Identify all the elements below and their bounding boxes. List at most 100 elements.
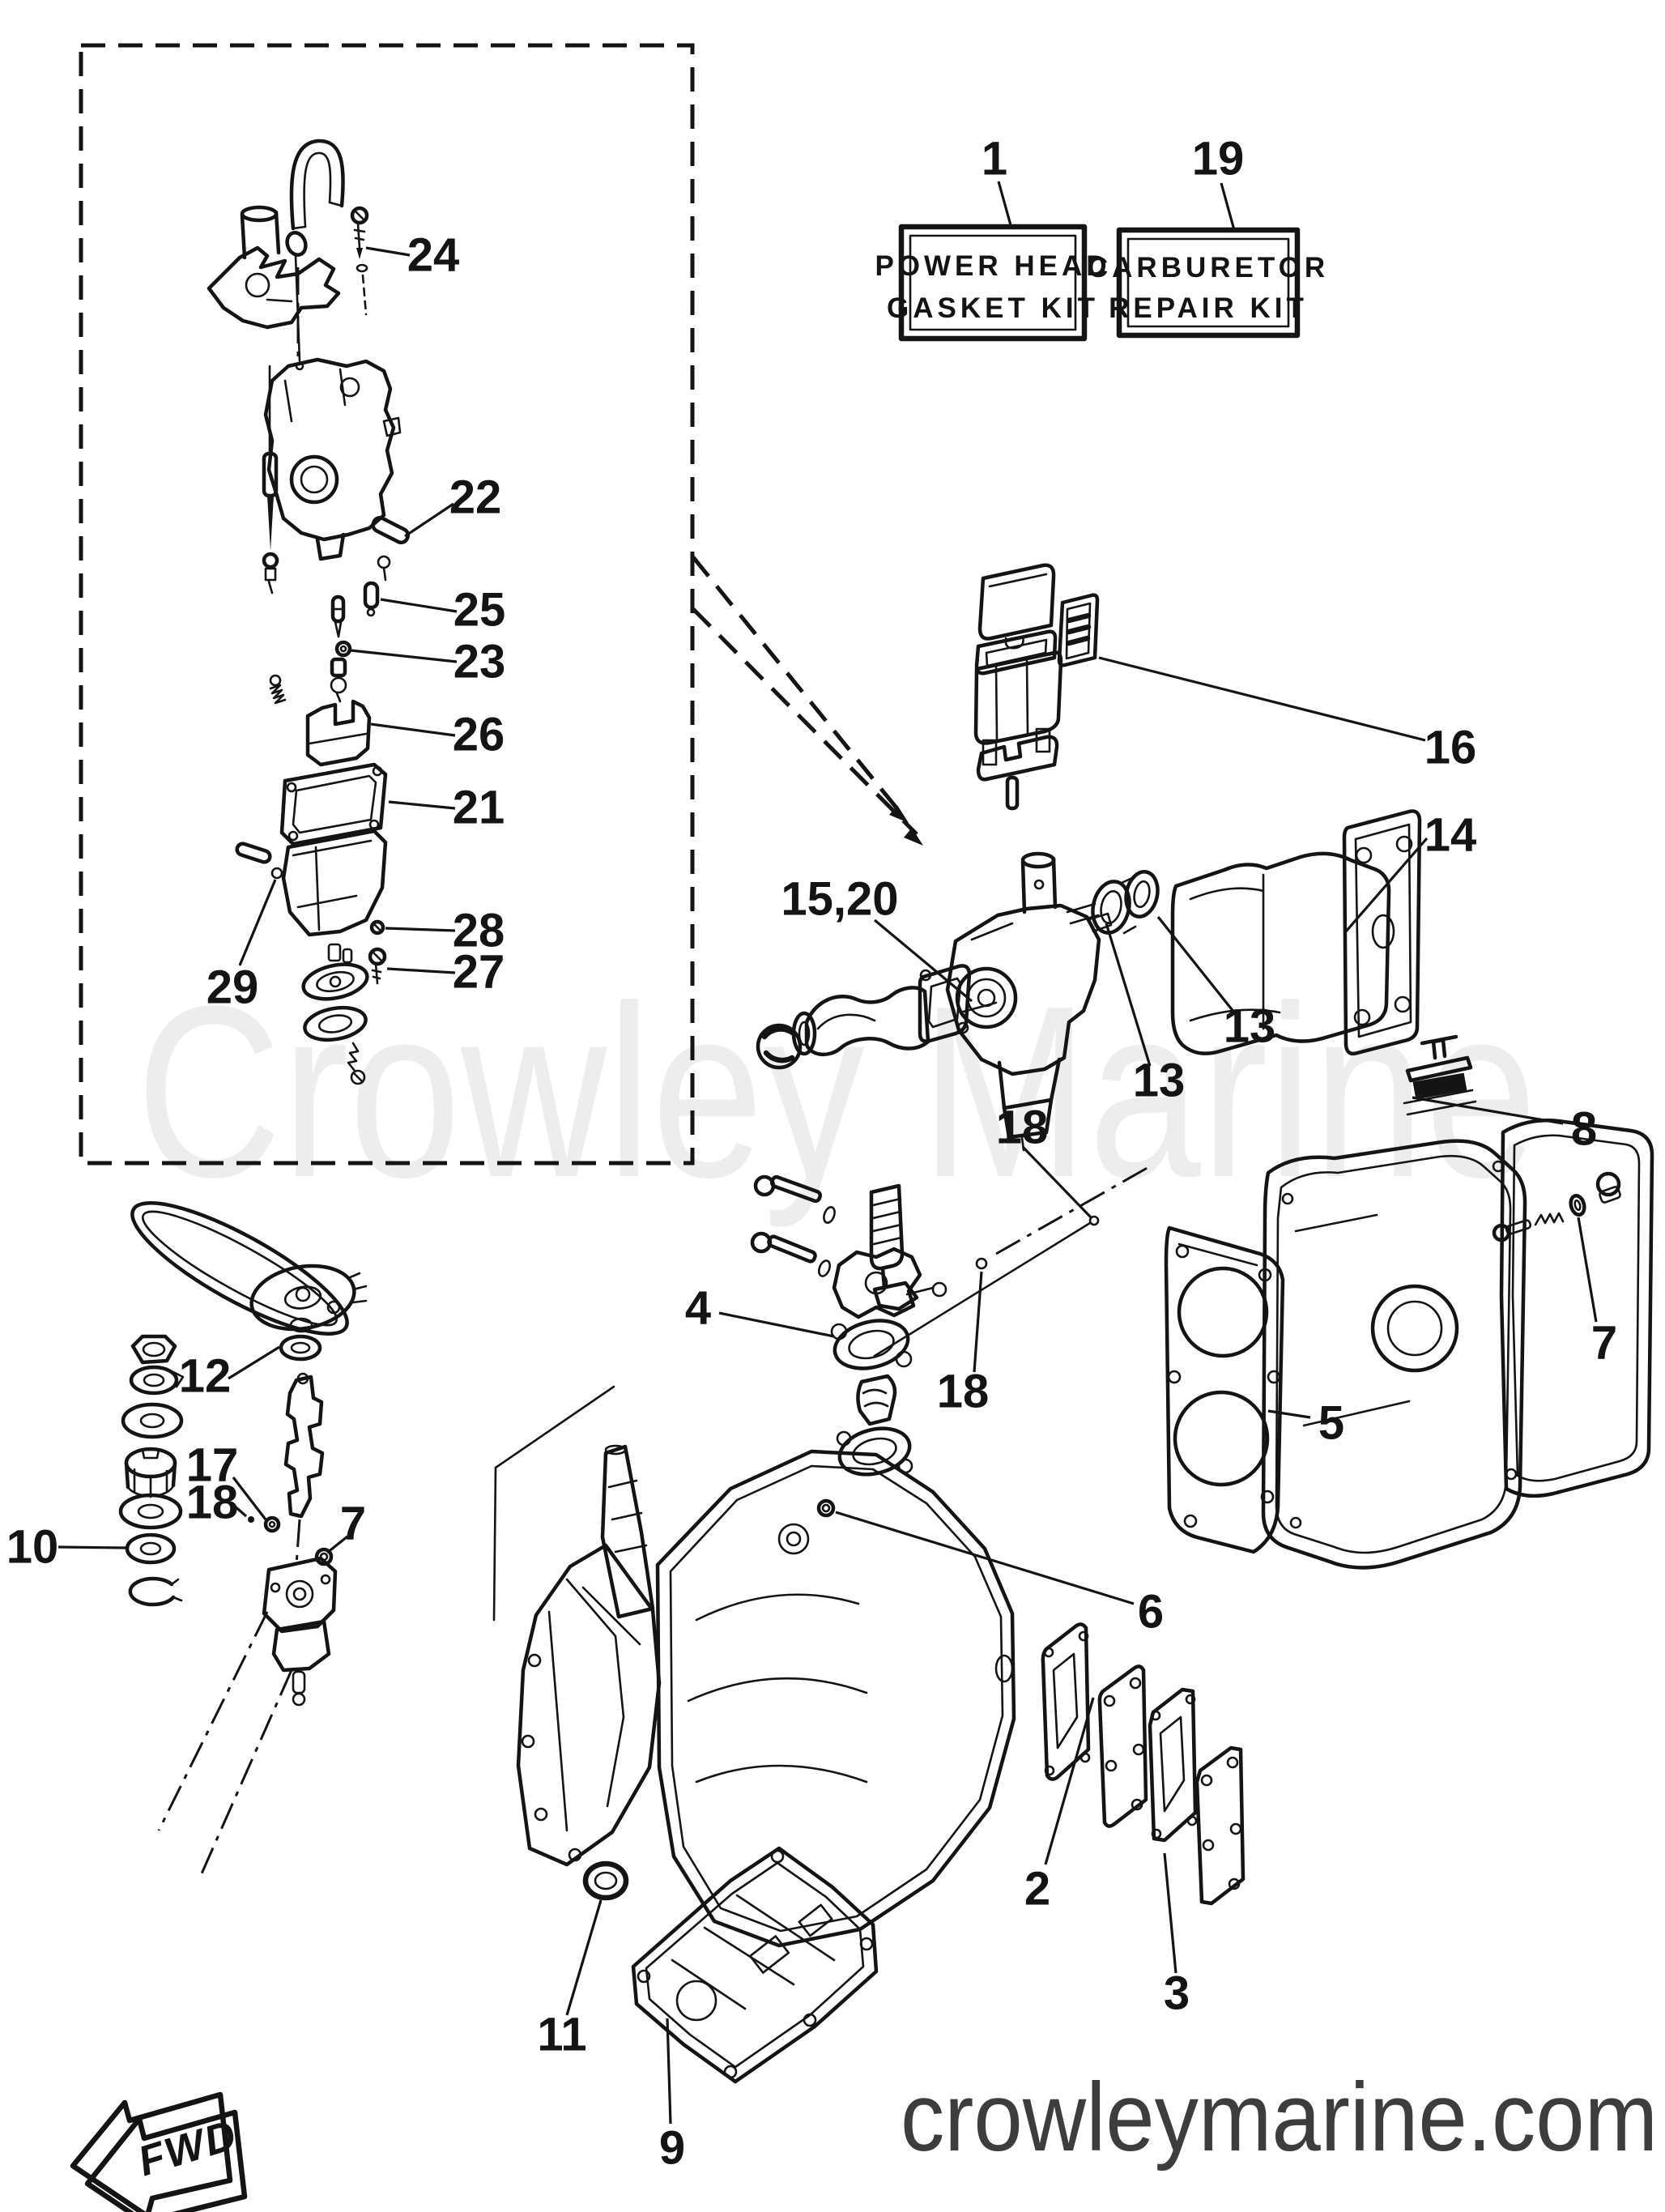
exhaust-outer-plate [1194, 1745, 1246, 1906]
callout-label-21: 21 [453, 782, 505, 834]
oil-pump [157, 1515, 338, 1880]
anode-8 [1403, 1034, 1477, 1116]
float-chamber-gasket-21 [279, 762, 388, 846]
crankcase-cover-front [1261, 1139, 1527, 1570]
callout-label-7: 7 [1591, 1317, 1617, 1370]
callout-leader-13 [1105, 923, 1152, 1067]
callout-label-29: 29 [207, 961, 259, 1014]
callout-leader-8 [1412, 1096, 1564, 1125]
callout-label-18: 18 [996, 1102, 1049, 1154]
crankshaft-washer-stack [118, 1334, 185, 1607]
callout-label-10: 10 [6, 1521, 59, 1574]
callout-label-24: 24 [407, 229, 460, 282]
callout-leader-15,20 [873, 918, 973, 1003]
base-gasket-9 [631, 1846, 879, 2084]
camshaft [283, 1372, 325, 1566]
fwd-direction-arrow: FWD [70, 2091, 248, 2212]
callout-label-18: 18 [937, 1366, 990, 1418]
silencer-plate-16 [1057, 593, 1100, 667]
callout-leader-3 [1163, 1852, 1177, 1974]
needle-valve [330, 595, 347, 703]
exhaust-cover-gasket-3 [1148, 1687, 1198, 1843]
float-pin [285, 231, 308, 371]
callout-leader-7 [326, 1535, 348, 1554]
callout-leader-17 [232, 1477, 267, 1520]
callout-leader-26 [370, 722, 456, 737]
callout-leader-22 [404, 502, 454, 538]
callout-leader-9 [666, 2018, 672, 2125]
callout-leader-2 [1044, 1697, 1095, 1865]
callout-leader-6 [835, 1511, 1135, 1605]
callout-label-13: 13 [1133, 1055, 1186, 1107]
callout-leader-5 [1267, 1409, 1311, 1419]
kit-box-line2: REPAIR KIT [1109, 292, 1308, 324]
throttle-shaft-pin-22 [371, 516, 411, 582]
air-silencer-assembly [973, 563, 1063, 811]
intake-joint-tube [756, 986, 930, 1070]
callout-leader-14 [1344, 837, 1429, 933]
callout-leader-19 [1220, 182, 1236, 231]
float-bowl [281, 829, 388, 937]
callout-leader-23 [350, 649, 458, 663]
callout-label-18: 18 [186, 1477, 239, 1529]
callout-leader-25 [380, 598, 458, 613]
callout-leader-28 [385, 927, 456, 932]
watermark-text: Crowley Marine [136, 955, 1537, 1230]
carburetor-assembly [945, 851, 1113, 1152]
callout-label-7: 7 [340, 1498, 366, 1550]
exhaust-cover-gasket-2 [1041, 1622, 1091, 1781]
oil-seal-11 [582, 1860, 629, 1901]
callout-label-4: 4 [685, 1282, 711, 1335]
callout-label-16: 16 [1424, 722, 1477, 774]
pin-6 [816, 1498, 836, 1518]
drain-screw-28 [369, 919, 385, 936]
callout-label-11: 11 [537, 2009, 586, 2061]
kit-box-line1: POWER HEAD [875, 250, 1110, 282]
jet-needle [262, 364, 279, 595]
callout-leader-4 [718, 1311, 835, 1338]
pilot-screw-24 [350, 206, 369, 316]
bowl-screw-27 [368, 947, 387, 985]
small-spring [269, 674, 287, 705]
callout-leader-16 [1098, 656, 1426, 742]
callout-label-2: 2 [1024, 1863, 1050, 1916]
callout-leader-24 [365, 246, 411, 257]
detail-reference-lines [692, 556, 923, 846]
callout-label-27: 27 [453, 946, 505, 999]
callout-leader-18 [1021, 1145, 1093, 1220]
timing-belt-pulley [130, 1201, 368, 1362]
carburetor-repair-kit-box: CARBURETOR REPAIR KIT [1088, 227, 1325, 339]
float-chamber-26 [305, 699, 372, 767]
intake-manifold-14 [1170, 809, 1422, 1056]
carburetor-body-detail [263, 357, 402, 561]
fuel-pump-plunger [869, 1183, 947, 1311]
cylinder-block-assembly [492, 1385, 1016, 1948]
fwd-label: FWD [133, 2112, 243, 2186]
callout-leader-13 [1156, 916, 1236, 1013]
callout-label-25: 25 [454, 584, 506, 637]
head-gasket-5 [1164, 1225, 1285, 1554]
cover-screw-set-7 [1492, 1171, 1621, 1242]
kit-box-line2: GASKET KIT [887, 292, 1099, 324]
washer-23 [334, 640, 352, 658]
callout-label-19: 19 [1192, 133, 1245, 185]
callout-leader-12 [228, 1345, 280, 1380]
callout-leader-10 [57, 1545, 126, 1549]
callout-label-17: 17 [186, 1439, 239, 1492]
callout-leader-1 [997, 181, 1012, 226]
callout-label-3: 3 [1164, 1967, 1190, 2020]
callout-label-5: 5 [1318, 1397, 1344, 1450]
callout-label-6: 6 [1138, 1586, 1164, 1639]
dowel-pins-18 [873, 1165, 1151, 1357]
site-footer-text: crowleymarine.com [901, 2063, 1658, 2172]
exhaust-inner-plate [1097, 1664, 1148, 1828]
callout-label-26: 26 [453, 709, 505, 761]
callout-leader-29 [238, 879, 277, 966]
callout-label-14: 14 [1424, 809, 1477, 862]
callout-label-1: 1 [982, 133, 1007, 185]
carburetor-top-bracket [207, 205, 341, 364]
callout-label-15,20: 15,20 [781, 873, 898, 926]
